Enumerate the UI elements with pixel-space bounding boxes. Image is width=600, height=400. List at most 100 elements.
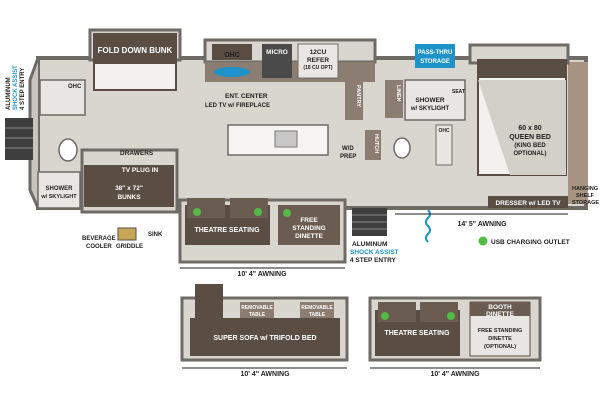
fold-down-bunk-label: FOLD DOWN BUNK [98,46,173,55]
bath-vanity [435,124,453,166]
free-dinette-label-3: DINETTE [295,233,323,240]
awning-14-label: 14' 5" AWNING [457,221,507,228]
island-sink [274,130,298,148]
alum-right-label-1: ALUMINUM [352,241,387,248]
removable-table-1-label-b: TABLE [249,312,266,318]
griddle [117,227,137,241]
ent-tv-blue [214,67,250,77]
sink-label: SINK [148,232,163,238]
free-dinette-label-2: STANDING [292,225,325,232]
bed-blanket [478,80,566,175]
svg-text:ALUMINUM: ALUMINUM [6,77,12,110]
removable-table-1-label-a: REMOVABLE [241,305,273,311]
queen-bed-label-1: 60 x 80 [518,125,541,132]
booth-dinette-label-1: BOOTH [488,304,512,311]
tv-plug-in-label: TV PLUG IN [122,167,159,174]
linen-label: LINEN [395,85,401,102]
removable-table-2 [300,302,334,318]
left-shower [37,171,81,209]
usb-legend-label: USB CHARGING OUTLET [491,239,570,246]
usb-dot-alt-1 [381,312,389,320]
hanging-label-1: HANGING [572,186,598,192]
rear-cap [568,62,588,204]
ent-center-label-1: ENT. CENTER [225,93,268,100]
sofa-recliner [195,284,223,324]
awning-10-main-label: 10' 4" AWNING [237,271,287,278]
pass-thru-label-1: PASS-THRU [418,50,453,56]
toilet-rear [393,137,411,159]
pantry [345,80,363,120]
bunks [84,165,174,207]
shock-coil [425,209,431,243]
usb-dot-2 [254,208,262,216]
super-sofa-label: SUPER SOFA w/ TRIFOLD BED [213,335,316,342]
entry-steps-left [5,118,33,160]
awning-10-sofa-label: 10' 4" AWNING [240,371,290,378]
theatre-alt-label: THEATRE SEATING [384,330,450,337]
free-opt-label-1: FREE STANDING [478,328,523,334]
refer-label-2: REFER [307,57,329,64]
super-sofa [190,318,340,356]
usb-dot-3 [283,209,291,217]
queen-bed-label-3: (KING BED [514,143,546,149]
hanging-label-2: SHELF [576,193,595,199]
bunks-label-2: BUNKS [117,194,141,201]
alum-right-label-3: 4 STEP ENTRY [350,257,397,264]
ohc-left-label: OHC [68,84,82,90]
booth-dinette-label-2: DINETTE [486,311,514,318]
pass-thru-callout [415,44,455,68]
dresser-label: DRESSER w/ LED TV [495,200,561,207]
alum-right-label-2: SHOCK ASSIST [350,249,399,256]
free-opt-label-2: DINETTE [488,336,512,342]
removable-table-2-label-a: REMOVABLE [301,305,333,311]
hutch-label: HUTCH [373,134,379,153]
seat-label: SEAT [452,89,465,95]
left-bath [39,79,86,116]
rear-shower-label-2: w/ SKYLIGHT [410,106,450,112]
ohc-kitchen-label: OHC [224,52,240,59]
drawers-label: DRAWERS [120,150,154,157]
queen-bed-label-4: OPTIONAL) [514,151,547,157]
theatre-seating-label: THEATRE SEATING [194,227,260,234]
rear-shower [404,79,466,121]
awning-10-booth-label: 10' 4" AWNING [430,371,480,378]
pass-thru-label-2: STORAGE [420,59,450,65]
usb-dot-alt-2 [447,312,455,320]
micro-label: MICRO [266,49,288,56]
linen [385,80,403,118]
left-shower-label-1: SHOWER [46,186,74,192]
free-opt-label-3: (OPTIONAL) [484,344,516,350]
free-dinette-label-1: FREE [300,217,318,224]
griddle-label: GRIDDLE [116,244,143,250]
pantry-label: PANTRY [355,85,361,107]
usb-dot-1 [193,208,201,216]
bunks-label-1: 38" x 72" [115,185,143,192]
microwave [262,44,292,78]
toilet-left [58,138,78,162]
refer-label-3: (18 CU OPT) [303,65,333,71]
left-shower-label-2: w/ SKYLIGHT [40,194,77,200]
ent-center-label-2: LED TV w/ FIREPLACE [205,103,270,109]
removable-table-1 [240,302,274,318]
svg-text:SHOCK ASSIST: SHOCK ASSIST [13,65,19,110]
wd-prep-label-2: PREP [340,154,356,160]
refer-label-1: 12CU [310,49,327,56]
alum-left-label: ALUMINUM SHOCK ASSIST 4 STEP ENTRY [6,65,26,110]
ohc-block [212,44,252,60]
wd-prep-label-1: W/D [342,146,354,152]
headboard [478,60,566,78]
fold-down-bunk-header [94,34,176,64]
fridge [297,43,339,79]
queen-bed-label-2: QUEEN BED [509,134,551,141]
usb-legend-dot [478,236,488,246]
dresser [488,196,568,208]
ohc-bath-label: OHC [438,128,450,134]
beverage-label-2: COOLER [86,244,112,250]
beverage-label-1: BEVERAGE [82,236,116,242]
removable-table-2-label-b: TABLE [309,312,326,318]
rear-shower-label-1: SHOWER [415,97,445,104]
hanging-label-3: STORAGE [572,200,599,206]
svg-text:4 STEP ENTRY: 4 STEP ENTRY [20,68,26,110]
hutch [365,130,381,160]
